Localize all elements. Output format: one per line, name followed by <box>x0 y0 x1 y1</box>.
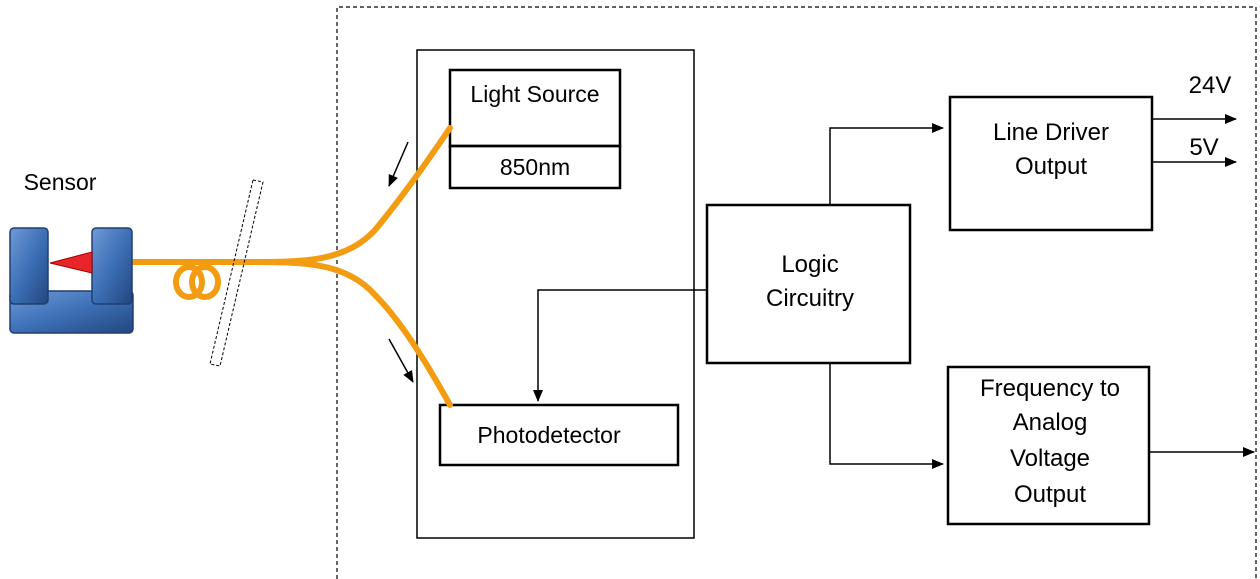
fva-label-line1: Frequency to <box>980 375 1120 402</box>
out-5v-label: 5V <box>1189 134 1218 161</box>
wavelength-label: 850nm <box>500 154 570 180</box>
freq-to-analog-box <box>946 365 1151 526</box>
logic-label-line2: Circuitry <box>766 285 854 312</box>
fiber-break-marker <box>209 179 264 367</box>
line-driver-label-line2: Output <box>1015 153 1087 180</box>
logic-circuitry-box <box>705 203 912 365</box>
logic-label-line1: Logic <box>781 251 838 278</box>
optical-fiber <box>129 125 453 408</box>
out-24v-label: 24V <box>1189 72 1232 99</box>
fva-label-line4: Output <box>1014 481 1086 508</box>
fva-label-line2: Analog <box>1013 409 1088 436</box>
optics-board <box>416 49 695 539</box>
line-driver-box <box>948 95 1154 232</box>
light-source-label: Light Source <box>470 81 599 107</box>
light-in-arrow <box>388 338 414 383</box>
logic-to-fva-arrow <box>829 363 944 469</box>
logic-to-photodetector-arrow <box>533 289 707 402</box>
sensor-label: Sensor <box>24 169 97 195</box>
photodetector-label: Photodetector <box>477 422 621 448</box>
enclosure-dashed-border <box>336 6 1257 579</box>
photodetector-box <box>438 403 680 467</box>
logic-to-line-driver-arrow <box>829 123 944 205</box>
fva-label-line3: Voltage <box>1010 445 1090 472</box>
fork-sensor-icon <box>9 227 134 334</box>
line-driver-label-line1: Line Driver <box>993 119 1109 146</box>
wavelength-box <box>448 144 622 190</box>
light-out-arrow <box>388 141 409 187</box>
